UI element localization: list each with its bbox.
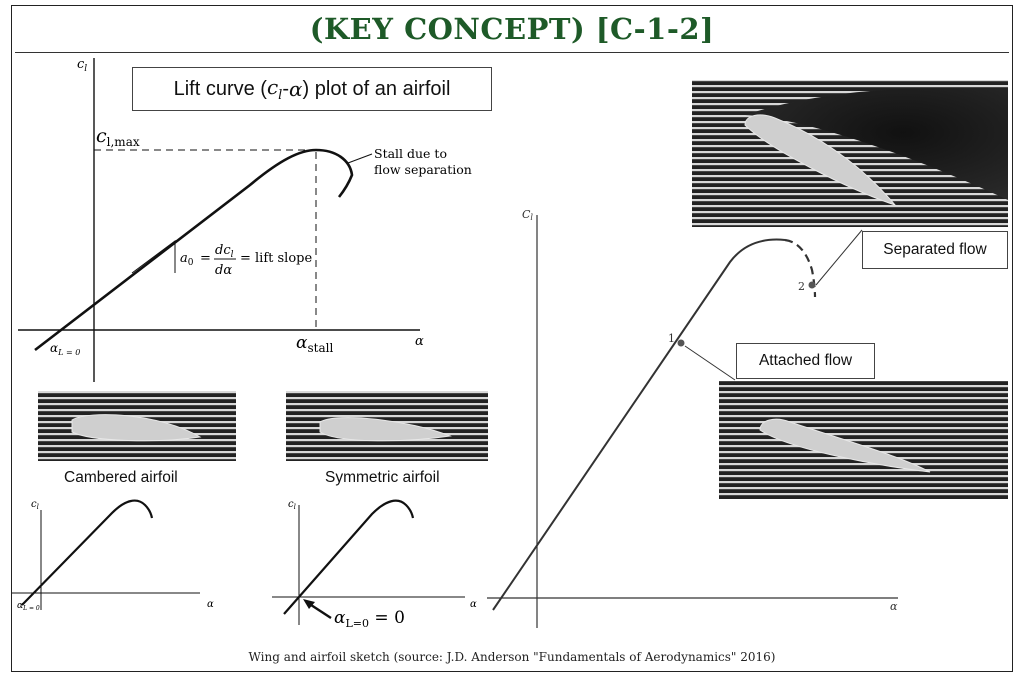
separated-flow-text: Separated flow: [883, 241, 987, 258]
slope-tail: = lift slope: [240, 251, 312, 266]
point-2-marker: [808, 281, 816, 289]
alpha-stall-label: αstall: [296, 333, 333, 355]
lift-curve-title-box: Lift curve (cl-α) plot of an airfoil: [132, 67, 492, 111]
main-alpha-L0: αL = 0: [50, 341, 80, 357]
attached-leader: [684, 345, 736, 381]
slope-triangle: [131, 240, 176, 274]
symmetric-lift-plot: [272, 499, 465, 625]
right-lift-curve-plot: [487, 215, 898, 628]
box-title-alpha: α: [289, 77, 303, 101]
stall-note-leader: [347, 153, 373, 164]
separated-leader: [815, 229, 863, 286]
stall-note-line2: flow separation: [374, 162, 472, 177]
cambered-lift-plot: [12, 499, 200, 610]
title-divider: [15, 52, 1009, 53]
right-lift-curve: [492, 238, 786, 611]
right-stall-dashed: [784, 238, 817, 298]
symmetric-y-label: cl: [288, 499, 296, 511]
attached-flow-text: Attached flow: [758, 352, 853, 369]
right-x-label: α: [890, 600, 898, 613]
symmetric-annotation: αL=0 = 0: [334, 608, 405, 630]
separated-flow-photo: [692, 80, 1008, 227]
attached-flow-photo: [719, 381, 1008, 499]
symmetric-x-label: α: [470, 599, 477, 610]
slope-denominator: dα: [215, 263, 232, 278]
page-title: (KEY CONCEPT) [C-1-2]: [309, 12, 715, 46]
cambered-caption: Cambered airfoil: [64, 469, 178, 486]
slope-numerator: dcl: [215, 243, 234, 260]
source-footer: Wing and airfoil sketch (source: J.D. An…: [248, 650, 776, 664]
main-lift-curve-plot: [18, 58, 420, 382]
symmetric-airfoil-photo: [286, 391, 488, 461]
box-title-cl-sub: l: [278, 88, 283, 103]
slope-a0: a0: [180, 251, 194, 268]
cambered-airfoil-photo: [38, 391, 236, 461]
symmetric-caption: Symmetric airfoil: [325, 469, 440, 486]
stall-note-line1: Stall due to: [374, 146, 447, 161]
clmax-label: cl,max: [96, 125, 140, 149]
attached-flow-label: Attached flow: [736, 343, 875, 379]
box-title-cl-letter: c: [266, 75, 279, 99]
box-title-prefix: Lift curve (: [173, 77, 267, 100]
slope-equals: =: [200, 251, 211, 266]
cambered-alpha-L0: αL = 0: [17, 601, 40, 612]
box-title-suffix: ) plot of an airfoil: [302, 77, 451, 100]
box-title-cl: cl: [267, 75, 282, 103]
main-x-label: α: [415, 334, 424, 349]
cambered-y-label: cl: [31, 499, 39, 511]
cambered-x-label: α: [207, 599, 214, 610]
right-y-label: Cl: [522, 208, 533, 222]
separated-flow-label: Separated flow: [862, 231, 1008, 269]
main-y-label: cl: [77, 57, 87, 74]
main-lift-curve: [34, 148, 354, 352]
point-2-label: 2: [798, 280, 805, 293]
box-title-dash: -: [282, 77, 290, 100]
point-1-marker: [677, 339, 685, 347]
point-1-label: 1: [668, 332, 675, 345]
